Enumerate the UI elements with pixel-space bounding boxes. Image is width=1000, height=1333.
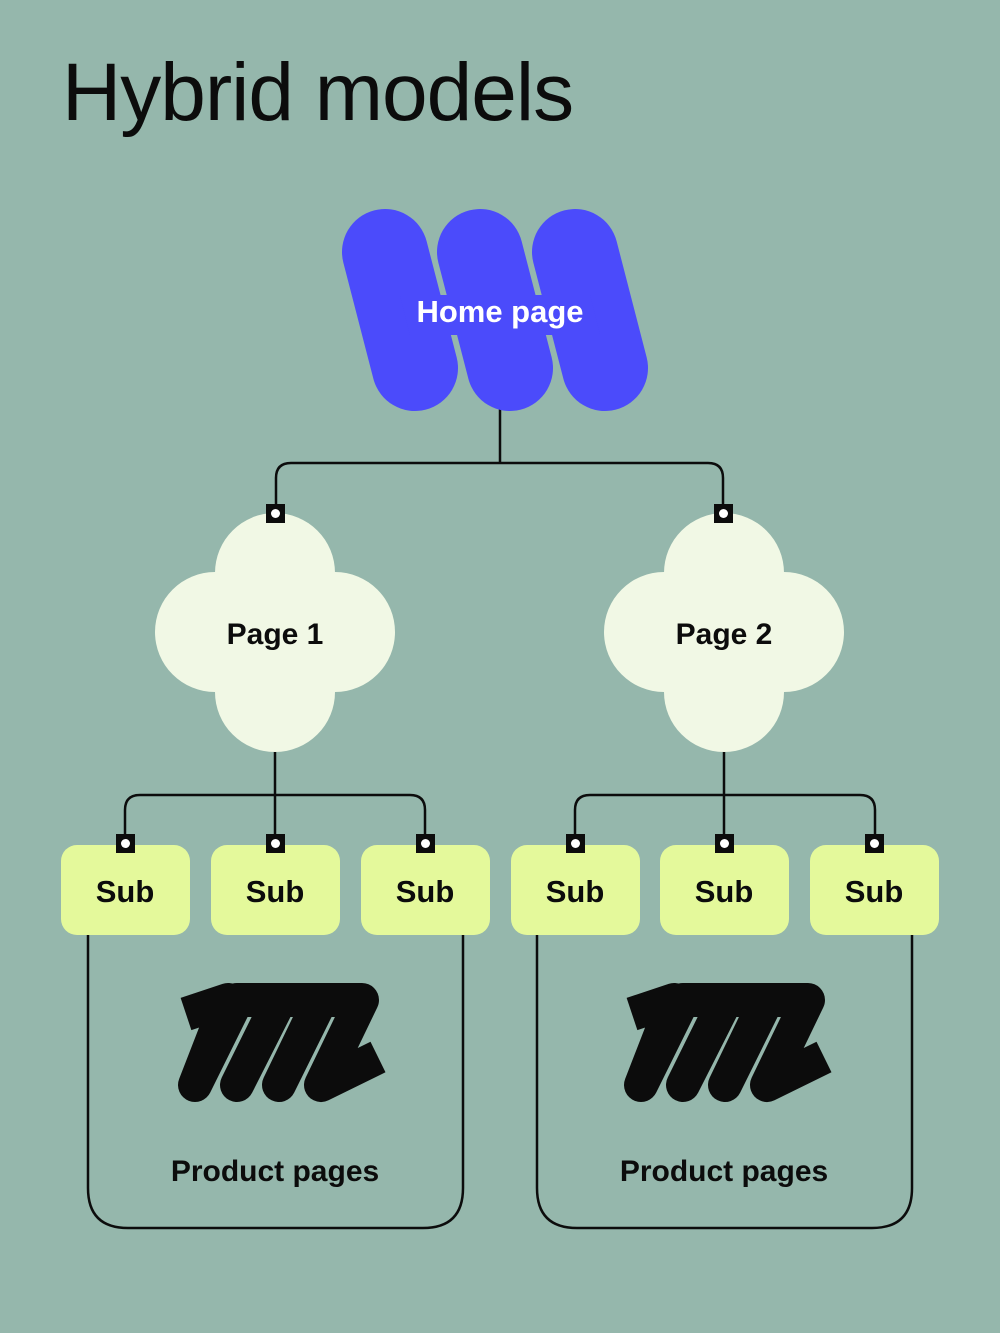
sub-node: Sub (511, 845, 640, 935)
sub-node: Sub (810, 845, 939, 935)
product-container-2 (535, 932, 914, 1230)
page-2-label: Page 2 (676, 618, 773, 651)
home-page-label: Home page (416, 294, 583, 329)
connector-port (116, 834, 135, 853)
product-pages-label: Product pages (620, 1155, 828, 1188)
sub-node: Sub (211, 845, 340, 935)
page-1-label: Page 1 (227, 618, 324, 651)
sub-label: Sub (695, 874, 754, 909)
connector-page2-subs (573, 750, 877, 838)
connector-port (714, 504, 733, 523)
connector-page1-subs (123, 750, 427, 838)
page-2-node: Page 2 (604, 513, 844, 752)
product-pages-label: Product pages (171, 1155, 379, 1188)
sub-label: Sub (546, 874, 605, 909)
sub-label: Sub (96, 874, 155, 909)
product-container-1 (86, 932, 465, 1230)
home-page-node: Home page (342, 209, 648, 411)
zigzag-icon (624, 983, 832, 1102)
sub-label: Sub (396, 874, 455, 909)
sub-node: Sub (361, 845, 490, 935)
connector-port (715, 834, 734, 853)
connector-port (266, 504, 285, 523)
zigzag-icon (178, 983, 386, 1102)
sub-label: Sub (845, 874, 904, 909)
connector-port (266, 834, 285, 853)
connector-port (566, 834, 585, 853)
connector-port (416, 834, 435, 853)
sub-node: Sub (660, 845, 789, 935)
sub-label: Sub (246, 874, 305, 909)
page-title: Hybrid models (62, 47, 574, 138)
sub-node: Sub (61, 845, 190, 935)
page-1-node: Page 1 (155, 513, 395, 752)
connector-port (865, 834, 884, 853)
connector-home-pages (274, 400, 725, 510)
